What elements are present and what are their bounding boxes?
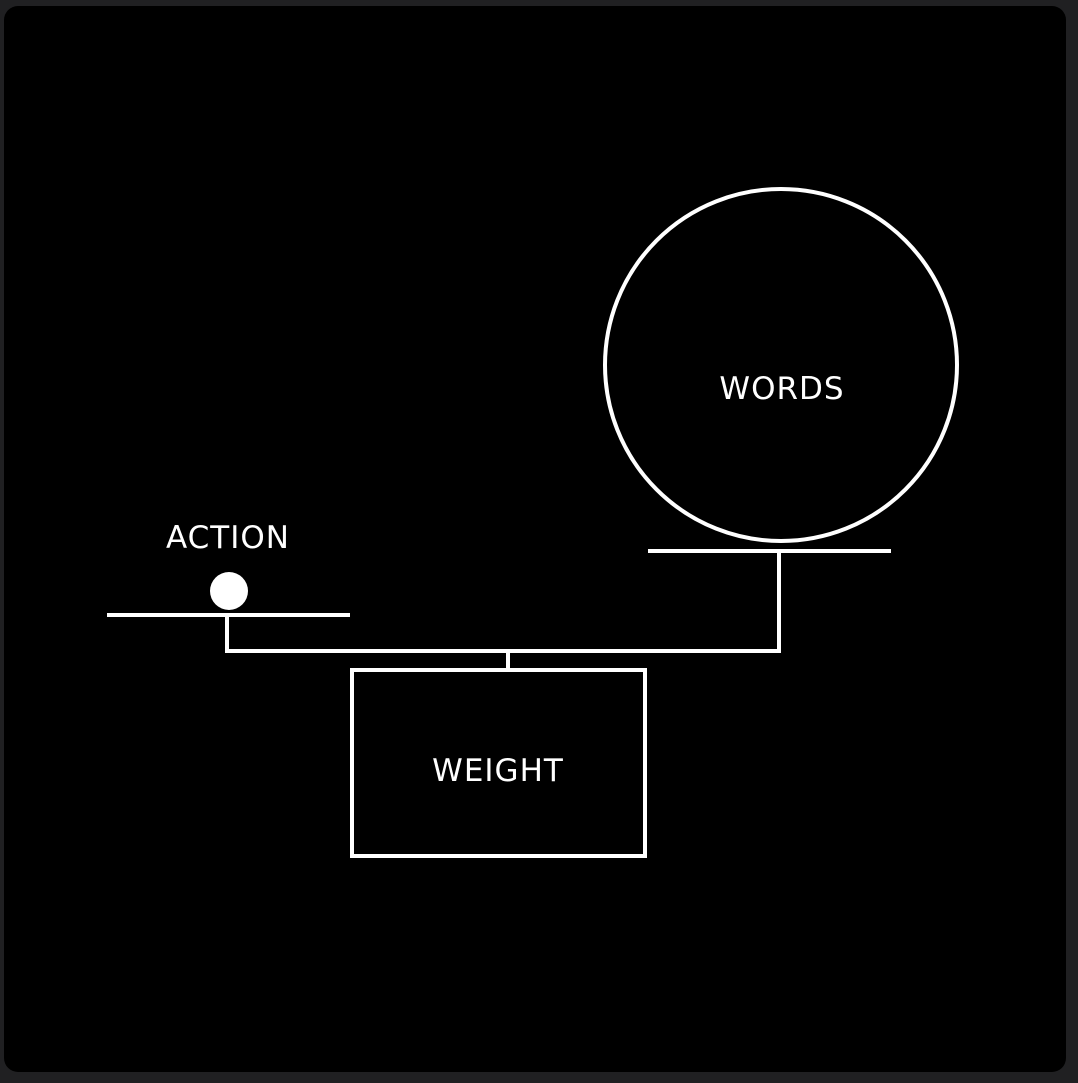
weight-label: WEIGHT (432, 753, 564, 789)
words-circle (603, 187, 959, 543)
action-label: ACTION (166, 520, 290, 556)
scale-diagram: ACTION WORDS WEIGHT (107, 187, 959, 858)
weight-box (350, 668, 647, 858)
diagram-panel: ACTION WORDS WEIGHT (4, 6, 1066, 1072)
action-ball (210, 572, 248, 610)
words-label: WORDS (719, 371, 844, 407)
